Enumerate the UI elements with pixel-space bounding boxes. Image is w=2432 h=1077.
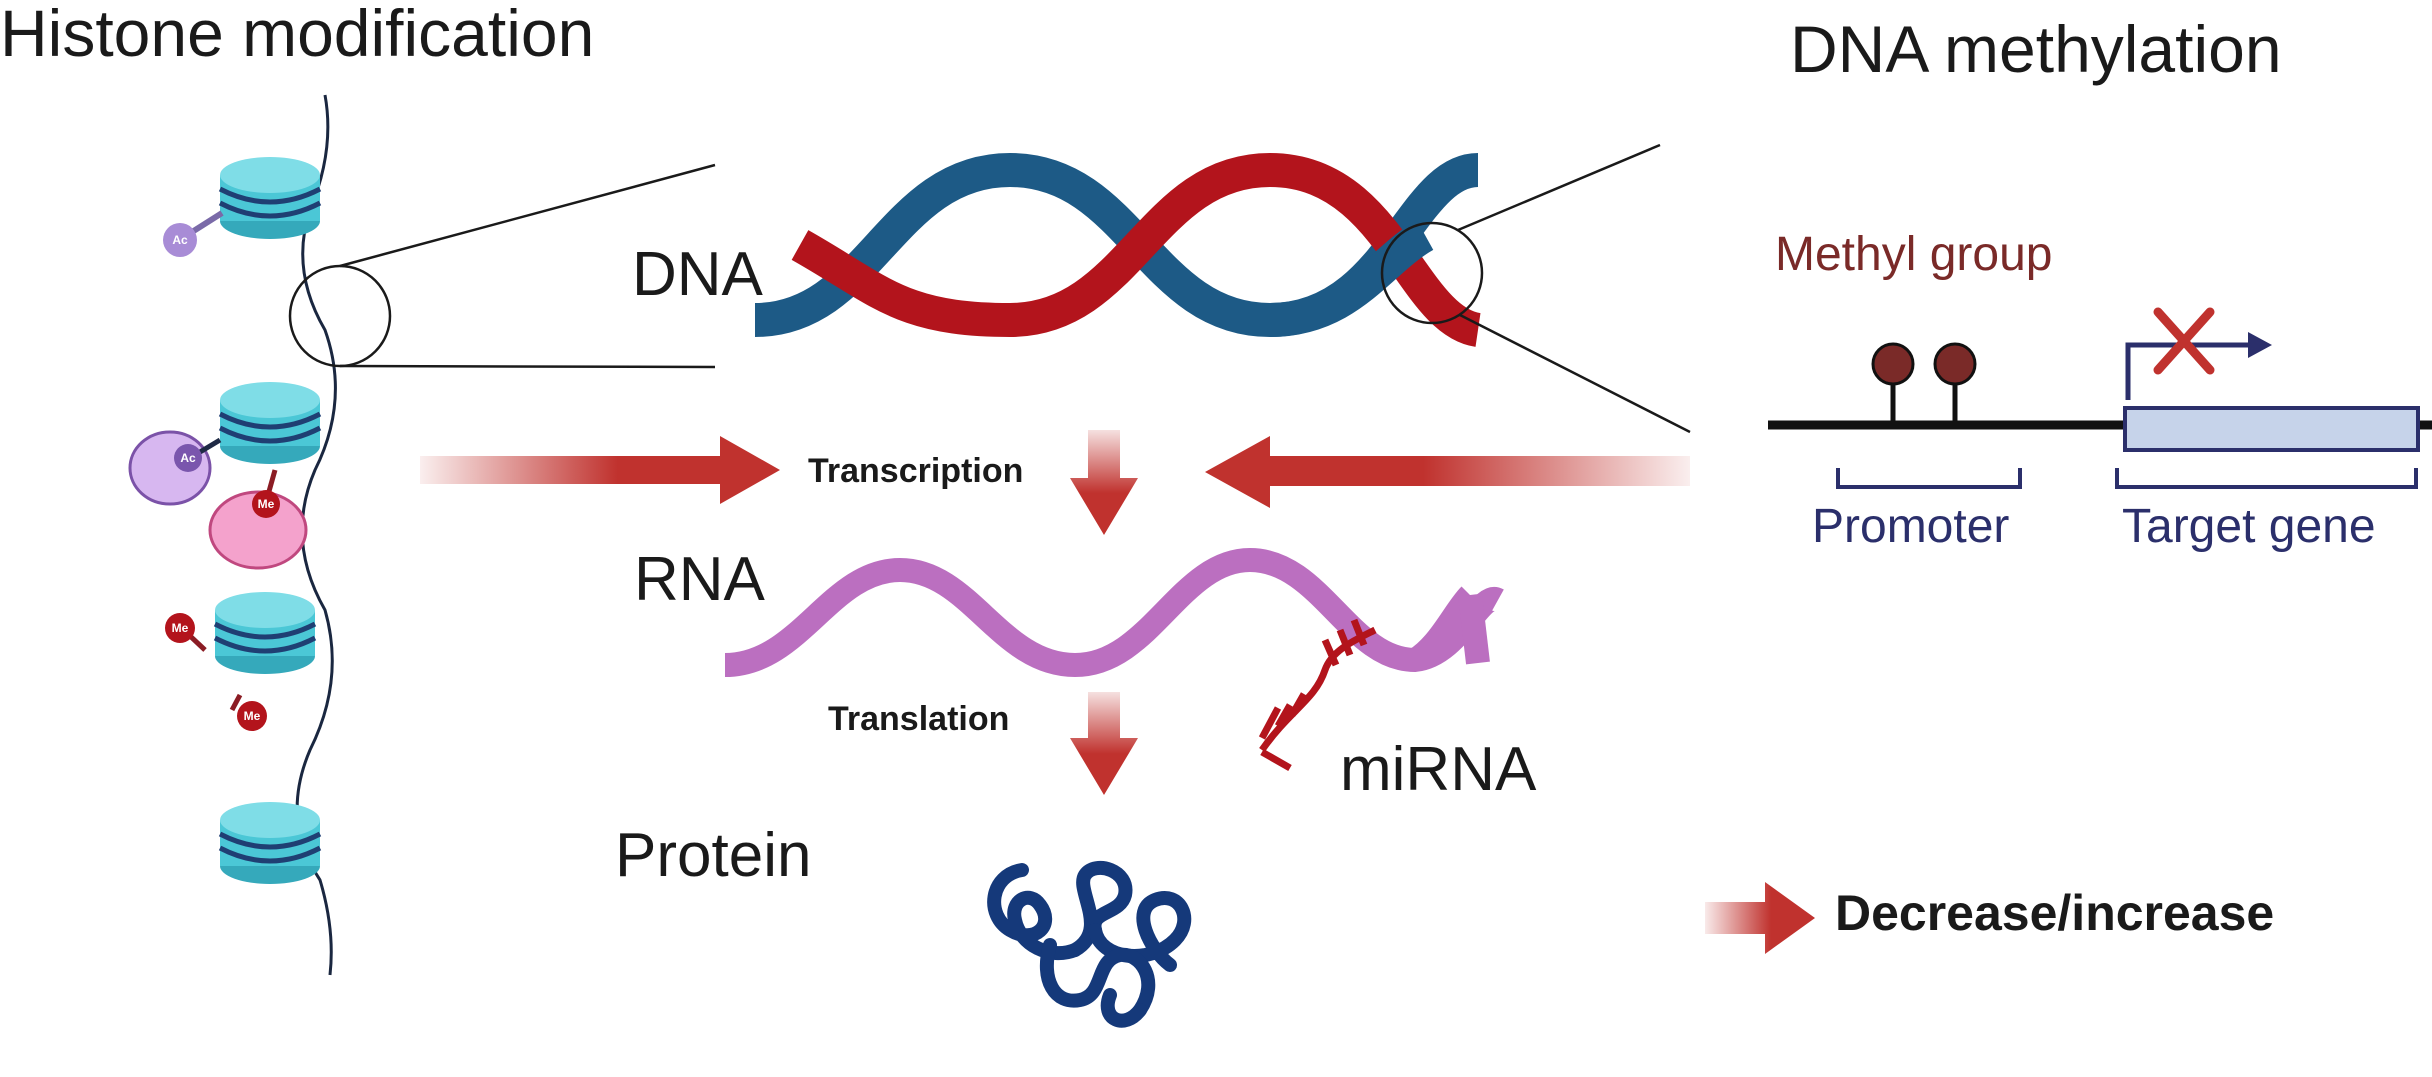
- nucleosome-icon: [215, 592, 315, 674]
- zoom-circle-right: [1380, 221, 1484, 325]
- acetyl-mark: [174, 444, 202, 472]
- acetyl-mark-label: Ac: [180, 451, 196, 465]
- dna-helix-icon: [754, 152, 1483, 347]
- translation-label: Translation: [828, 700, 1009, 738]
- methyl-mark: [237, 701, 267, 731]
- dna-label: DNA: [632, 240, 764, 309]
- rna-label: RNA: [634, 545, 766, 614]
- methyltransferase-enzyme: [208, 490, 308, 570]
- mirna-label: miRNA: [1340, 735, 1537, 804]
- dna-methylation-title: DNA methylation: [1790, 12, 2282, 86]
- cross-icon: [2153, 307, 2215, 375]
- rna-strand-icon: [724, 547, 1504, 678]
- protein-icon: [987, 860, 1192, 1028]
- methyl-mark: [252, 490, 280, 518]
- legend-arrow: [1705, 882, 1815, 954]
- mirna-icon: [1258, 618, 1377, 772]
- acetyltransferase-enzyme: [128, 430, 212, 506]
- methyl-mark-label: Me: [172, 621, 189, 635]
- nucleosome-icon: [220, 382, 320, 464]
- zoom-circle-left: [288, 264, 392, 368]
- acetyl-mark-label: Ac: [172, 233, 188, 247]
- promoter-label: Promoter: [1812, 500, 2009, 553]
- nucleosome-icon: [220, 157, 320, 239]
- transcription-label: Transcription: [808, 452, 1023, 490]
- target-gene-label: Target gene: [2122, 500, 2376, 553]
- methyl-group-label: Methyl group: [1775, 228, 2052, 281]
- promoter-bracket: [1836, 468, 2022, 489]
- methyl-mark-label: Me: [258, 497, 275, 511]
- histone-modification-title: Histone modification: [0, 0, 594, 70]
- transcription-arrow: [1070, 430, 1138, 535]
- legend-label: Decrease/increase: [1835, 885, 2274, 941]
- acetyl-mark: [163, 223, 197, 257]
- histone-to-expression-arrow[interactable]: [420, 436, 780, 504]
- methylation-to-expression-arrow[interactable]: [1205, 436, 1690, 508]
- methyl-mark-label: Me: [244, 709, 261, 723]
- translation-arrow: [1070, 692, 1138, 795]
- methyl-lollipop-icon: [1933, 342, 1977, 425]
- methyl-mark: [165, 613, 195, 643]
- methyl-lollipop-icon: [1871, 342, 1915, 425]
- tss-arrow-icon: [2125, 342, 2250, 400]
- nucleosome-icon: [220, 802, 320, 884]
- target-gene-box: [2123, 406, 2420, 452]
- target-gene-bracket: [2115, 468, 2418, 489]
- protein-label: Protein: [615, 821, 811, 890]
